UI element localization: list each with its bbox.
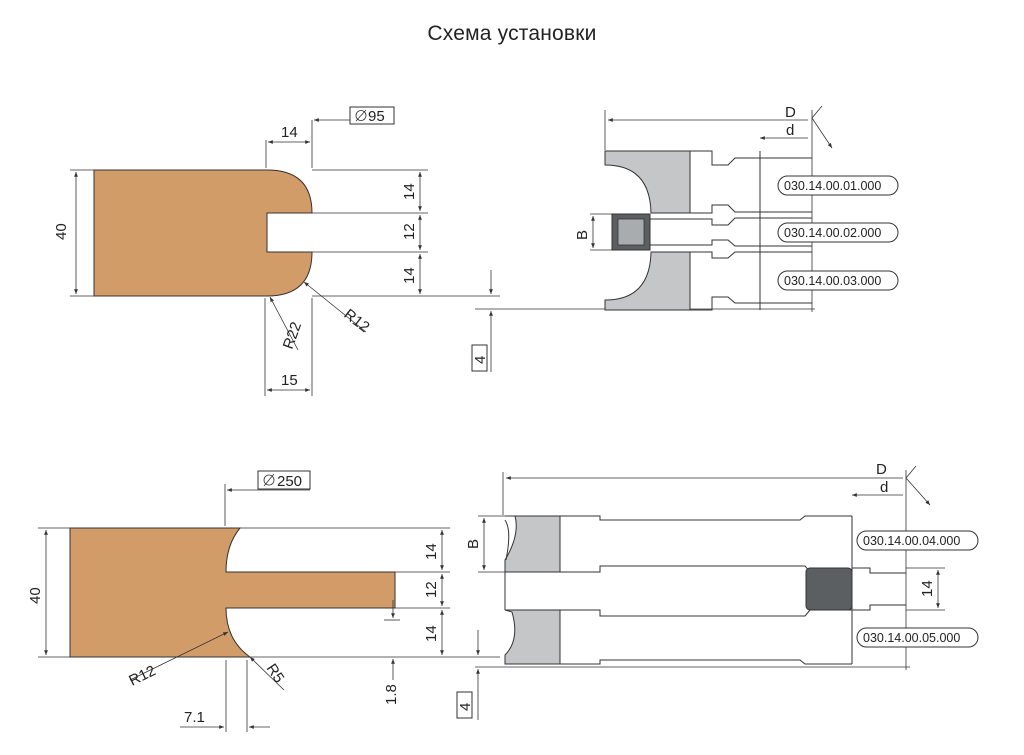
part-label: 030.14.00.03.000	[784, 274, 881, 288]
top-dim-14b: 14	[401, 267, 418, 284]
bottom-cutter-assembly: D d B 14 030.14.00.04.000 030.14.00.0	[465, 461, 979, 670]
bottom-dim-r12: R12	[126, 662, 158, 689]
top-dim-r12: R12	[341, 306, 373, 336]
top-dim-r22: R22	[280, 320, 305, 352]
part-label: 030.14.00.05.000	[863, 631, 960, 645]
bottom-dim-r5: R5	[263, 661, 288, 686]
bottom-cutter-D: D	[876, 461, 887, 478]
bottom-dim-14b: 14	[423, 625, 440, 642]
top-cutter-B: B	[574, 230, 591, 240]
part-label: 030.14.00.01.000	[784, 179, 881, 193]
bottom-dim-7-1: 7.1	[184, 709, 205, 726]
bottom-workpiece-profile: 40 250 14 12 14 R12 R5 7.1	[27, 470, 910, 732]
bottom-dim-14c: 14	[919, 580, 936, 597]
diameter-icon	[355, 109, 367, 122]
bottom-dim-1-8: 1.8	[383, 684, 400, 705]
top-diameter-value: 95	[368, 108, 385, 125]
top-diameter-box	[349, 106, 395, 125]
top-cutter-d: d	[786, 122, 794, 139]
bottom-diameter-value: 250	[277, 473, 302, 490]
top-dim-offset-4: 4	[472, 356, 489, 364]
bottom-dim-14a: 14	[423, 543, 440, 560]
part-label: 030.14.00.02.000	[784, 226, 881, 240]
bottom-dim-40: 40	[27, 587, 44, 604]
bottom-dim-offset-4: 4	[457, 703, 474, 711]
diameter-icon	[263, 473, 275, 487]
page-title: Схема установки	[427, 22, 597, 45]
top-dim-15: 15	[281, 372, 298, 389]
top-dim-40: 40	[53, 223, 70, 240]
bottom-dim-12: 12	[423, 581, 440, 598]
top-dim-14-width: 14	[281, 124, 298, 141]
top-cutter-assembly: D d B 030.14.00.01.000 030.14.00.02.000 …	[574, 104, 899, 312]
top-dim-14a: 14	[401, 183, 418, 200]
top-cutter-D: D	[785, 104, 796, 121]
bottom-cutter-B: B	[465, 539, 482, 549]
part-label: 030.14.00.04.000	[863, 534, 960, 548]
bottom-cutter-d: d	[880, 479, 888, 496]
top-dim-12: 12	[401, 223, 418, 240]
